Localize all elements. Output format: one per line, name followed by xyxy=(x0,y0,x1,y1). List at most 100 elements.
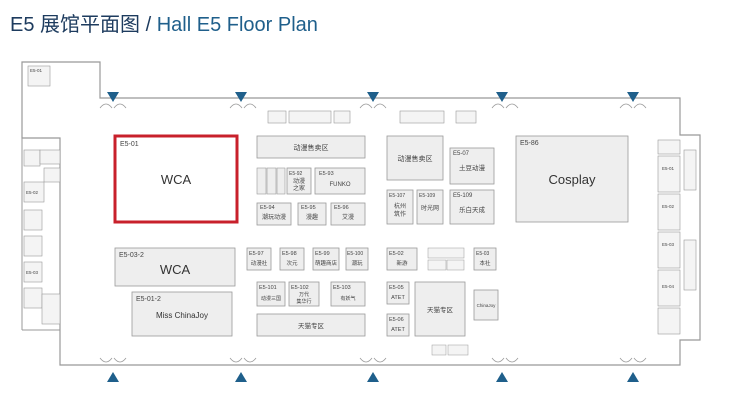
right-label-e5-04: E5-04 xyxy=(662,284,675,289)
right-room-labels: E5-01 E5-02 E5-03 E5-04 xyxy=(662,166,675,289)
booth-e5-97-id: E5-97 xyxy=(249,251,264,257)
entrance-marker xyxy=(367,372,379,382)
door-arcs xyxy=(99,103,647,363)
booth-e5-03-id: E5-03 xyxy=(476,251,490,257)
booth-e5-100-id: E5-100 xyxy=(347,251,363,257)
booth-e5-101-id: E5-101 xyxy=(259,285,277,291)
entrance-markers-top xyxy=(107,92,639,102)
booth-e5-98-name: 次元 xyxy=(286,259,298,267)
booth-e5-06-id: E5-06 xyxy=(389,317,404,323)
booth-e5-05[interactable] xyxy=(386,281,410,305)
booth-e5-01-name: WCA xyxy=(161,172,192,187)
title-separator: / xyxy=(145,14,152,36)
booth-e5-05-id: E5-05 xyxy=(389,285,404,291)
booth-e5-03-2-wca[interactable] xyxy=(114,247,236,287)
title-cn: E5 展馆平面图 xyxy=(10,14,141,36)
title-en: Hall E5 Floor Plan xyxy=(156,14,318,36)
booth-anime-zone-top[interactable] xyxy=(256,135,366,159)
booth-e5-98[interactable] xyxy=(279,247,305,271)
booth-anime-zone-mid-name: 动漫售卖区 xyxy=(398,154,433,163)
right-label-e5-03: E5-03 xyxy=(662,242,675,247)
booth-e5-03-name: 本社 xyxy=(479,259,491,267)
booth-e5-97[interactable] xyxy=(246,247,272,271)
booth-e5-109-a-id: E5-109 xyxy=(419,193,435,199)
booth-e5-109-b[interactable] xyxy=(449,189,495,225)
booth-tmall-center[interactable] xyxy=(414,281,466,337)
booth-e5-94-id: E5-94 xyxy=(260,205,275,211)
booth-e5-109-a[interactable] xyxy=(416,189,444,225)
left-room-labels: E5-01 E5-02 E5-03 xyxy=(26,68,43,275)
booth-tmall-bottom-name: 天猫专区 xyxy=(298,321,325,330)
booth-e5-107-name2: 筑作 xyxy=(394,210,406,218)
booth-e5-03[interactable] xyxy=(473,247,497,271)
booth-e5-01-wca[interactable] xyxy=(113,134,239,224)
booth-e5-93[interactable] xyxy=(314,167,366,195)
page-title: E5 展馆平面图 / Hall E5 Floor Plan xyxy=(10,8,318,37)
booth-e5-102-name2: 集华行 xyxy=(296,298,311,305)
booth-tmall-center-name: 天猫专区 xyxy=(427,305,454,314)
entrance-marker xyxy=(235,372,247,382)
booth-e5-02-name: 新游 xyxy=(396,259,408,267)
bottom-small-booths xyxy=(431,344,469,356)
booth-e5-07-id: E5-07 xyxy=(453,151,470,157)
booth-e5-94-name: 潮玩动漫 xyxy=(262,213,286,221)
booth-e5-95-name: 漫趣 xyxy=(306,213,318,221)
booth-e5-92-name2: 之家 xyxy=(293,184,305,192)
small-cluster xyxy=(427,247,465,271)
booth-e5-01-2[interactable] xyxy=(131,291,233,337)
booth-e5-92-name1: 动漫 xyxy=(293,177,305,185)
booth-tmall-bottom[interactable] xyxy=(256,313,366,337)
booth-e5-99-id: E5-99 xyxy=(315,251,330,257)
booth-e5-02[interactable] xyxy=(386,247,418,271)
entrance-marker xyxy=(496,92,508,102)
booth-e5-95[interactable] xyxy=(297,202,327,226)
booth-e5-92[interactable] xyxy=(286,167,312,195)
booth-anime-zone-mid[interactable] xyxy=(386,135,444,181)
booth-e5-103[interactable] xyxy=(330,281,366,307)
booth-e5-103-name: 有妖气 xyxy=(340,295,355,302)
entrance-marker xyxy=(107,372,119,382)
booth-e5-109-a-name: 时光网 xyxy=(421,204,439,212)
booth-e5-107-id: E5-107 xyxy=(389,193,405,199)
booth-e5-103-id: E5-103 xyxy=(333,285,351,291)
narrow-booths xyxy=(256,167,286,195)
booth-e5-102-id: E5-102 xyxy=(291,285,309,291)
right-label-e5-01: E5-01 xyxy=(662,166,675,171)
entrance-marker xyxy=(107,92,119,102)
booth-e5-06-name: ATET xyxy=(391,327,405,333)
booth-e5-92-id: E5-92 xyxy=(289,171,303,177)
booth-e5-96[interactable] xyxy=(330,202,366,226)
booth-e5-03-2-name: WCA xyxy=(160,262,191,277)
booth-anime-zone-top-name: 动漫售卖区 xyxy=(294,143,329,152)
booth-e5-86-cosplay[interactable] xyxy=(515,135,629,223)
booth-e5-99[interactable] xyxy=(312,247,340,271)
booth-e5-100[interactable] xyxy=(345,247,369,271)
booth-e5-02-id: E5-02 xyxy=(389,251,404,257)
booth-e5-01-2-id: E5-01-2 xyxy=(136,296,161,303)
booth-e5-93-name: FUNKO xyxy=(330,182,351,188)
booth-e5-102-name1: 万代 xyxy=(299,291,309,298)
booth-chinajoy-side[interactable] xyxy=(473,289,499,321)
booth-e5-94[interactable] xyxy=(256,202,292,226)
top-small-booths xyxy=(267,110,477,124)
booth-e5-107[interactable] xyxy=(386,189,414,225)
booth-e5-93-id: E5-93 xyxy=(319,171,334,177)
booth-e5-100-name: 潮玩 xyxy=(351,259,363,267)
left-rooms xyxy=(23,65,61,325)
booth-e5-07[interactable] xyxy=(449,147,495,185)
booth-e5-95-id: E5-95 xyxy=(301,205,316,211)
booth-e5-05-name: ATET xyxy=(391,295,405,301)
booth-e5-86-name: Cosplay xyxy=(549,172,596,187)
booth-chinajoy-side-name: ChinaJoy xyxy=(477,303,497,308)
booth-e5-109-b-name: 乐白天成 xyxy=(459,205,486,214)
booth-e5-98-id: E5-98 xyxy=(282,251,297,257)
booth-e5-101[interactable] xyxy=(256,281,286,307)
booth-e5-01-2-name: Miss ChinaJoy xyxy=(156,311,208,320)
booth-e5-102[interactable] xyxy=(288,281,320,307)
booth-e5-96-id: E5-96 xyxy=(334,205,349,211)
entrance-marker xyxy=(367,92,379,102)
booth-e5-86-id: E5-86 xyxy=(520,140,539,147)
entrance-markers-bottom xyxy=(107,372,639,382)
entrance-marker xyxy=(235,92,247,102)
booth-e5-06[interactable] xyxy=(386,313,410,337)
